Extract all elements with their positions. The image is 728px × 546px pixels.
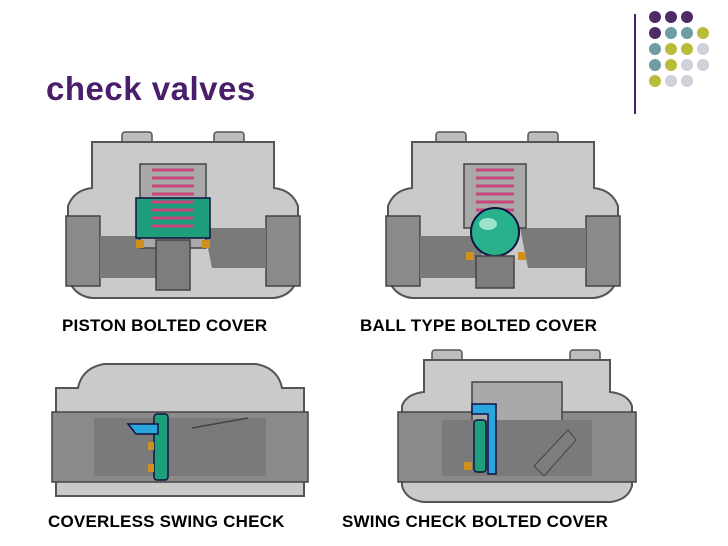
decorative-dot (665, 59, 677, 71)
decorative-dot (681, 59, 693, 71)
decorative-dot (681, 75, 693, 87)
slide-title: check valves (46, 70, 256, 107)
divider-line (634, 14, 636, 114)
ball-type-bolted-cover-diagram (385, 131, 621, 299)
caption-coverless-swing: COVERLESS SWING CHECK (48, 512, 285, 531)
caption-swing-check-bolted: SWING CHECK BOLTED COVER (342, 512, 609, 531)
decorative-dot (681, 43, 693, 55)
decorative-dot (681, 11, 693, 23)
caption-ball-type: BALL TYPE BOLTED COVER (360, 316, 598, 335)
decorative-dot (649, 75, 661, 87)
swing-check-bolted-cover-diagram (397, 349, 637, 503)
decorative-dot (665, 27, 677, 39)
decorative-dot (665, 43, 677, 55)
coverless-swing-check-diagram (51, 363, 309, 497)
decorative-dot (697, 43, 709, 55)
decorative-dot (681, 27, 693, 39)
decorative-dot (649, 59, 661, 71)
decorative-dot (649, 43, 661, 55)
decorative-dot (697, 27, 709, 39)
decorative-dot (649, 11, 661, 23)
caption-piston: PISTON BOLTED COVER (62, 316, 268, 335)
decorative-dot (665, 11, 677, 23)
decorative-dot (665, 75, 677, 87)
decorative-dot (697, 59, 709, 71)
decorative-dot-grid (649, 11, 709, 87)
piston-bolted-cover-diagram (65, 131, 301, 299)
decorative-dot (649, 27, 661, 39)
